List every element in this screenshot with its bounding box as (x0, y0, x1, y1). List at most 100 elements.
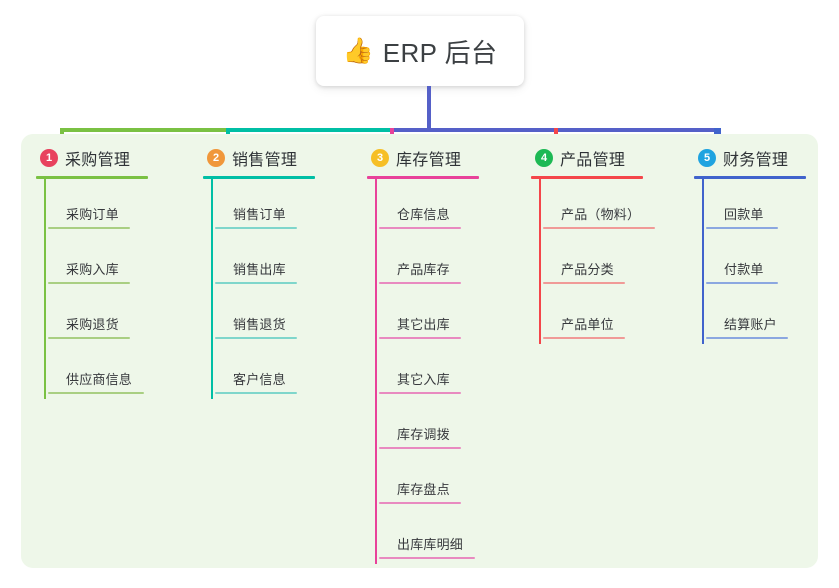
list-item-label: 付款单 (724, 262, 764, 277)
column-items: 产品（物料）产品分类产品单位 (531, 179, 691, 344)
list-item-label: 销售订单 (233, 207, 286, 222)
column-产品管理: 4 产品管理产品（物料）产品分类产品单位 (531, 146, 691, 344)
list-item[interactable]: 仓库信息 (377, 179, 517, 234)
list-item[interactable]: 销售出库 (213, 234, 353, 289)
list-item-label: 仓库信息 (397, 207, 450, 222)
column-title: 采购管理 (65, 152, 131, 169)
list-item-rule (706, 337, 788, 339)
column-spine (539, 179, 541, 344)
column-items: 仓库信息产品库存其它出库其它入库库存调拨库存盘点出库库明细 (367, 179, 517, 564)
bus-segment-1 (60, 128, 227, 132)
column-spine (375, 179, 377, 564)
list-item-rule (379, 282, 461, 284)
list-item-label: 采购订单 (66, 207, 119, 222)
list-item[interactable]: 销售退货 (213, 289, 353, 344)
column-header-销售管理[interactable]: 2 销售管理 (203, 146, 353, 170)
list-item-label: 库存调拨 (397, 427, 450, 442)
list-item-label: 供应商信息 (66, 372, 133, 387)
list-item[interactable]: 采购订单 (46, 179, 186, 234)
list-item[interactable]: 产品分类 (541, 234, 691, 289)
list-item-label: 出库库明细 (397, 537, 464, 552)
column-header-rule (694, 176, 806, 179)
column-items: 回款单付款单结算账户 (694, 179, 839, 344)
list-item-label: 回款单 (724, 207, 764, 222)
list-item-rule (215, 392, 297, 394)
list-item-label: 采购入库 (66, 262, 119, 277)
list-item-label: 客户信息 (233, 372, 286, 387)
list-item[interactable]: 其它出库 (377, 289, 517, 344)
list-item-label: 销售出库 (233, 262, 286, 277)
column-header-rule (531, 176, 643, 179)
list-item-label: 销售退货 (233, 317, 286, 332)
list-item-rule (543, 227, 655, 229)
list-item-rule (48, 227, 130, 229)
list-item[interactable]: 其它入库 (377, 344, 517, 399)
column-财务管理: 5 财务管理回款单付款单结算账户 (694, 146, 839, 344)
column-header-产品管理[interactable]: 4 产品管理 (531, 146, 691, 170)
column-spine (211, 179, 213, 399)
list-item-label: 采购退货 (66, 317, 119, 332)
column-badge-4: 4 (535, 149, 553, 167)
column-badge-2: 2 (207, 149, 225, 167)
list-item-rule (706, 282, 778, 284)
list-item-rule (48, 282, 130, 284)
column-items: 采购订单采购入库采购退货供应商信息 (36, 179, 186, 399)
list-item[interactable]: 客户信息 (213, 344, 353, 399)
list-item[interactable]: 结算账户 (704, 289, 839, 344)
column-items: 销售订单销售出库销售退货客户信息 (203, 179, 353, 399)
list-item-rule (48, 392, 144, 394)
column-spine (702, 179, 704, 344)
column-title: 财务管理 (723, 152, 789, 169)
column-库存管理: 3 库存管理仓库信息产品库存其它出库其它入库库存调拨库存盘点出库库明细 (367, 146, 517, 564)
list-item-rule (379, 392, 461, 394)
column-header-财务管理[interactable]: 5 财务管理 (694, 146, 839, 170)
list-item-label: 产品库存 (397, 262, 450, 277)
list-item[interactable]: 产品库存 (377, 234, 517, 289)
column-header-库存管理[interactable]: 3 库存管理 (367, 146, 517, 170)
column-header-rule (203, 176, 315, 179)
list-item-rule (379, 227, 461, 229)
list-item[interactable]: 供应商信息 (46, 344, 186, 399)
page-title: ERP 后台 (382, 37, 498, 68)
list-item[interactable]: 出库库明细 (377, 509, 517, 564)
list-item[interactable]: 采购入库 (46, 234, 186, 289)
list-item[interactable]: 库存调拨 (377, 399, 517, 454)
list-item-rule (706, 227, 778, 229)
list-item-label: 库存盘点 (397, 482, 450, 497)
column-badge-1: 1 (40, 149, 58, 167)
list-item-rule (543, 282, 625, 284)
list-item-rule (379, 337, 461, 339)
list-item[interactable]: 付款单 (704, 234, 839, 289)
list-item[interactable]: 回款单 (704, 179, 839, 234)
list-item-rule (215, 337, 297, 339)
list-item-rule (379, 447, 461, 449)
column-header-采购管理[interactable]: 1 采购管理 (36, 146, 186, 170)
column-header-rule (367, 176, 479, 179)
list-item-rule (379, 557, 475, 559)
list-item-label: 其它入库 (397, 372, 450, 387)
list-item-rule (215, 282, 297, 284)
column-badge-5: 5 (698, 149, 716, 167)
list-item-label: 产品单位 (561, 317, 614, 332)
list-item[interactable]: 产品单位 (541, 289, 691, 344)
column-title: 销售管理 (232, 152, 298, 169)
bus-segment-2 (226, 128, 391, 132)
list-item[interactable]: 产品（物料） (541, 179, 691, 234)
column-header-rule (36, 176, 148, 179)
root-title-card[interactable]: 👍 ERP 后台 (316, 16, 524, 86)
column-badge-3: 3 (371, 149, 389, 167)
list-item[interactable]: 库存盘点 (377, 454, 517, 509)
list-item-rule (48, 337, 130, 339)
root-connector-stem (427, 86, 431, 130)
column-title: 产品管理 (560, 152, 626, 169)
column-采购管理: 1 采购管理采购订单采购入库采购退货供应商信息 (36, 146, 186, 399)
list-item-rule (215, 227, 297, 229)
diagram-board (21, 134, 818, 568)
list-item[interactable]: 销售订单 (213, 179, 353, 234)
list-item-label: 结算账户 (724, 317, 777, 332)
column-title: 库存管理 (396, 152, 462, 169)
list-item[interactable]: 采购退货 (46, 289, 186, 344)
column-销售管理: 2 销售管理销售订单销售出库销售退货客户信息 (203, 146, 353, 399)
column-spine (44, 179, 46, 399)
list-item-rule (543, 337, 625, 339)
